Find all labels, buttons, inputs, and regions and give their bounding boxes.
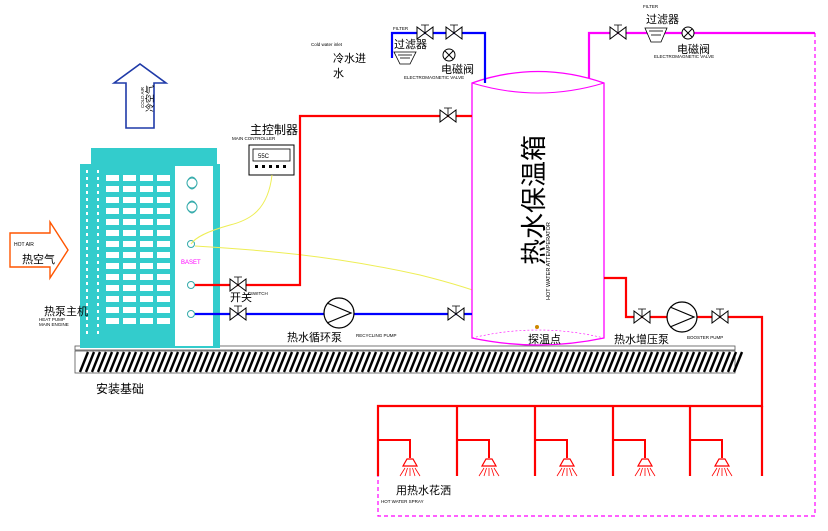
main-controller-en-label: MAIN CONTROLLER	[232, 136, 276, 141]
controller-display: 55C	[258, 154, 270, 160]
cold-inlet-en-label: Cold water inlet	[311, 42, 343, 47]
valve-icon	[439, 107, 457, 123]
cold-inlet-pipe	[390, 31, 487, 83]
spray-head-icon	[556, 458, 578, 477]
filter-icon	[644, 27, 668, 43]
return-loop-dashed	[377, 33, 816, 517]
tank-label: 热水保温箱	[520, 135, 550, 265]
solenoid-valve-icon	[681, 26, 695, 40]
valve-icon	[445, 24, 463, 40]
filter-right-en-label: FILTER	[643, 4, 659, 9]
valve-icon	[447, 305, 465, 321]
cold-inlet-label-2: 水	[333, 67, 344, 80]
solenoid-valve-icon	[442, 48, 456, 62]
probe-point	[535, 325, 539, 329]
solenoid-right-en-label: ELECTROMAGNETIC VALVE	[654, 54, 714, 59]
spray-head-icon	[711, 458, 733, 477]
booster-pump-label: 热水增压泵	[614, 332, 669, 346]
solenoid-right-label: 电磁阀	[677, 42, 710, 56]
hot-air-arrow: HOT AIR 热空气	[9, 219, 69, 281]
valve-icon	[609, 24, 627, 40]
recycling-pump-icon	[323, 297, 355, 329]
heat-pump-en-label-2: MAIN ENGINE	[39, 322, 69, 327]
probe-label: 探温点	[528, 333, 561, 346]
hot-air-en-label: HOT AIR	[14, 242, 34, 248]
valve-icon	[229, 276, 247, 292]
filter-left-en-label: FILTER	[393, 26, 409, 31]
spray-label: 用热水花洒	[396, 484, 451, 497]
foundation-label: 安装基础	[96, 381, 144, 396]
switch-en-label: SWITCH	[250, 291, 268, 296]
fan-icon	[186, 176, 198, 214]
spray-head-icon	[399, 458, 421, 477]
controller-wire	[190, 174, 273, 245]
circ-pump-label: 热水循环泵	[287, 331, 342, 344]
filter-icon	[393, 51, 417, 65]
tank-en-label: HOT WATER ATTEMPERATOR	[546, 222, 552, 300]
valve-icon	[711, 308, 729, 324]
filter-left-label: 过滤器	[394, 38, 427, 51]
heat-pump-en-label-1: HEAT PUMP	[39, 317, 65, 322]
hot-supply-pipe	[195, 114, 472, 287]
solenoid-left-en-label: ELECTROMAGNETIC VALVE	[404, 75, 464, 80]
main-controller-label: 主控制器	[250, 123, 298, 137]
booster-pump-en-label: BOOSTER PUMP	[687, 335, 723, 340]
spray-head-icon	[478, 458, 500, 477]
spray-branches	[378, 439, 723, 458]
hot-water-tank	[471, 70, 605, 346]
main-controller: 55C	[248, 144, 295, 176]
baset-label: BASET	[181, 260, 201, 266]
cold-air-label: 冷空气	[144, 85, 156, 112]
installation-foundation	[74, 345, 744, 374]
switch-label: 开关	[230, 290, 252, 304]
spray-en-label: HOT WATER SPRAY	[381, 499, 424, 504]
valve-icon	[229, 305, 247, 321]
cold-air-arrow: COLD AIR 冷空气	[111, 63, 169, 129]
hot-air-label: 热空气	[22, 252, 55, 266]
filter-right-label: 过滤器	[646, 13, 679, 26]
heat-pump-label: 热泵主机	[44, 304, 88, 318]
solenoid-left-label: 电磁阀	[441, 62, 474, 76]
booster-pump-icon	[666, 301, 698, 333]
cold-air-en-label: COLD AIR	[140, 86, 145, 108]
cold-inlet-label-1: 冷水进	[333, 52, 366, 65]
valve-icon	[416, 24, 434, 40]
heat-pump-unit: BASET	[80, 148, 220, 348]
return-loop-pipe	[587, 31, 815, 78]
valve-icon	[633, 308, 651, 324]
circ-pump-en-label: RECYCLING PUMP	[356, 333, 397, 338]
spray-head-icon	[634, 458, 656, 477]
